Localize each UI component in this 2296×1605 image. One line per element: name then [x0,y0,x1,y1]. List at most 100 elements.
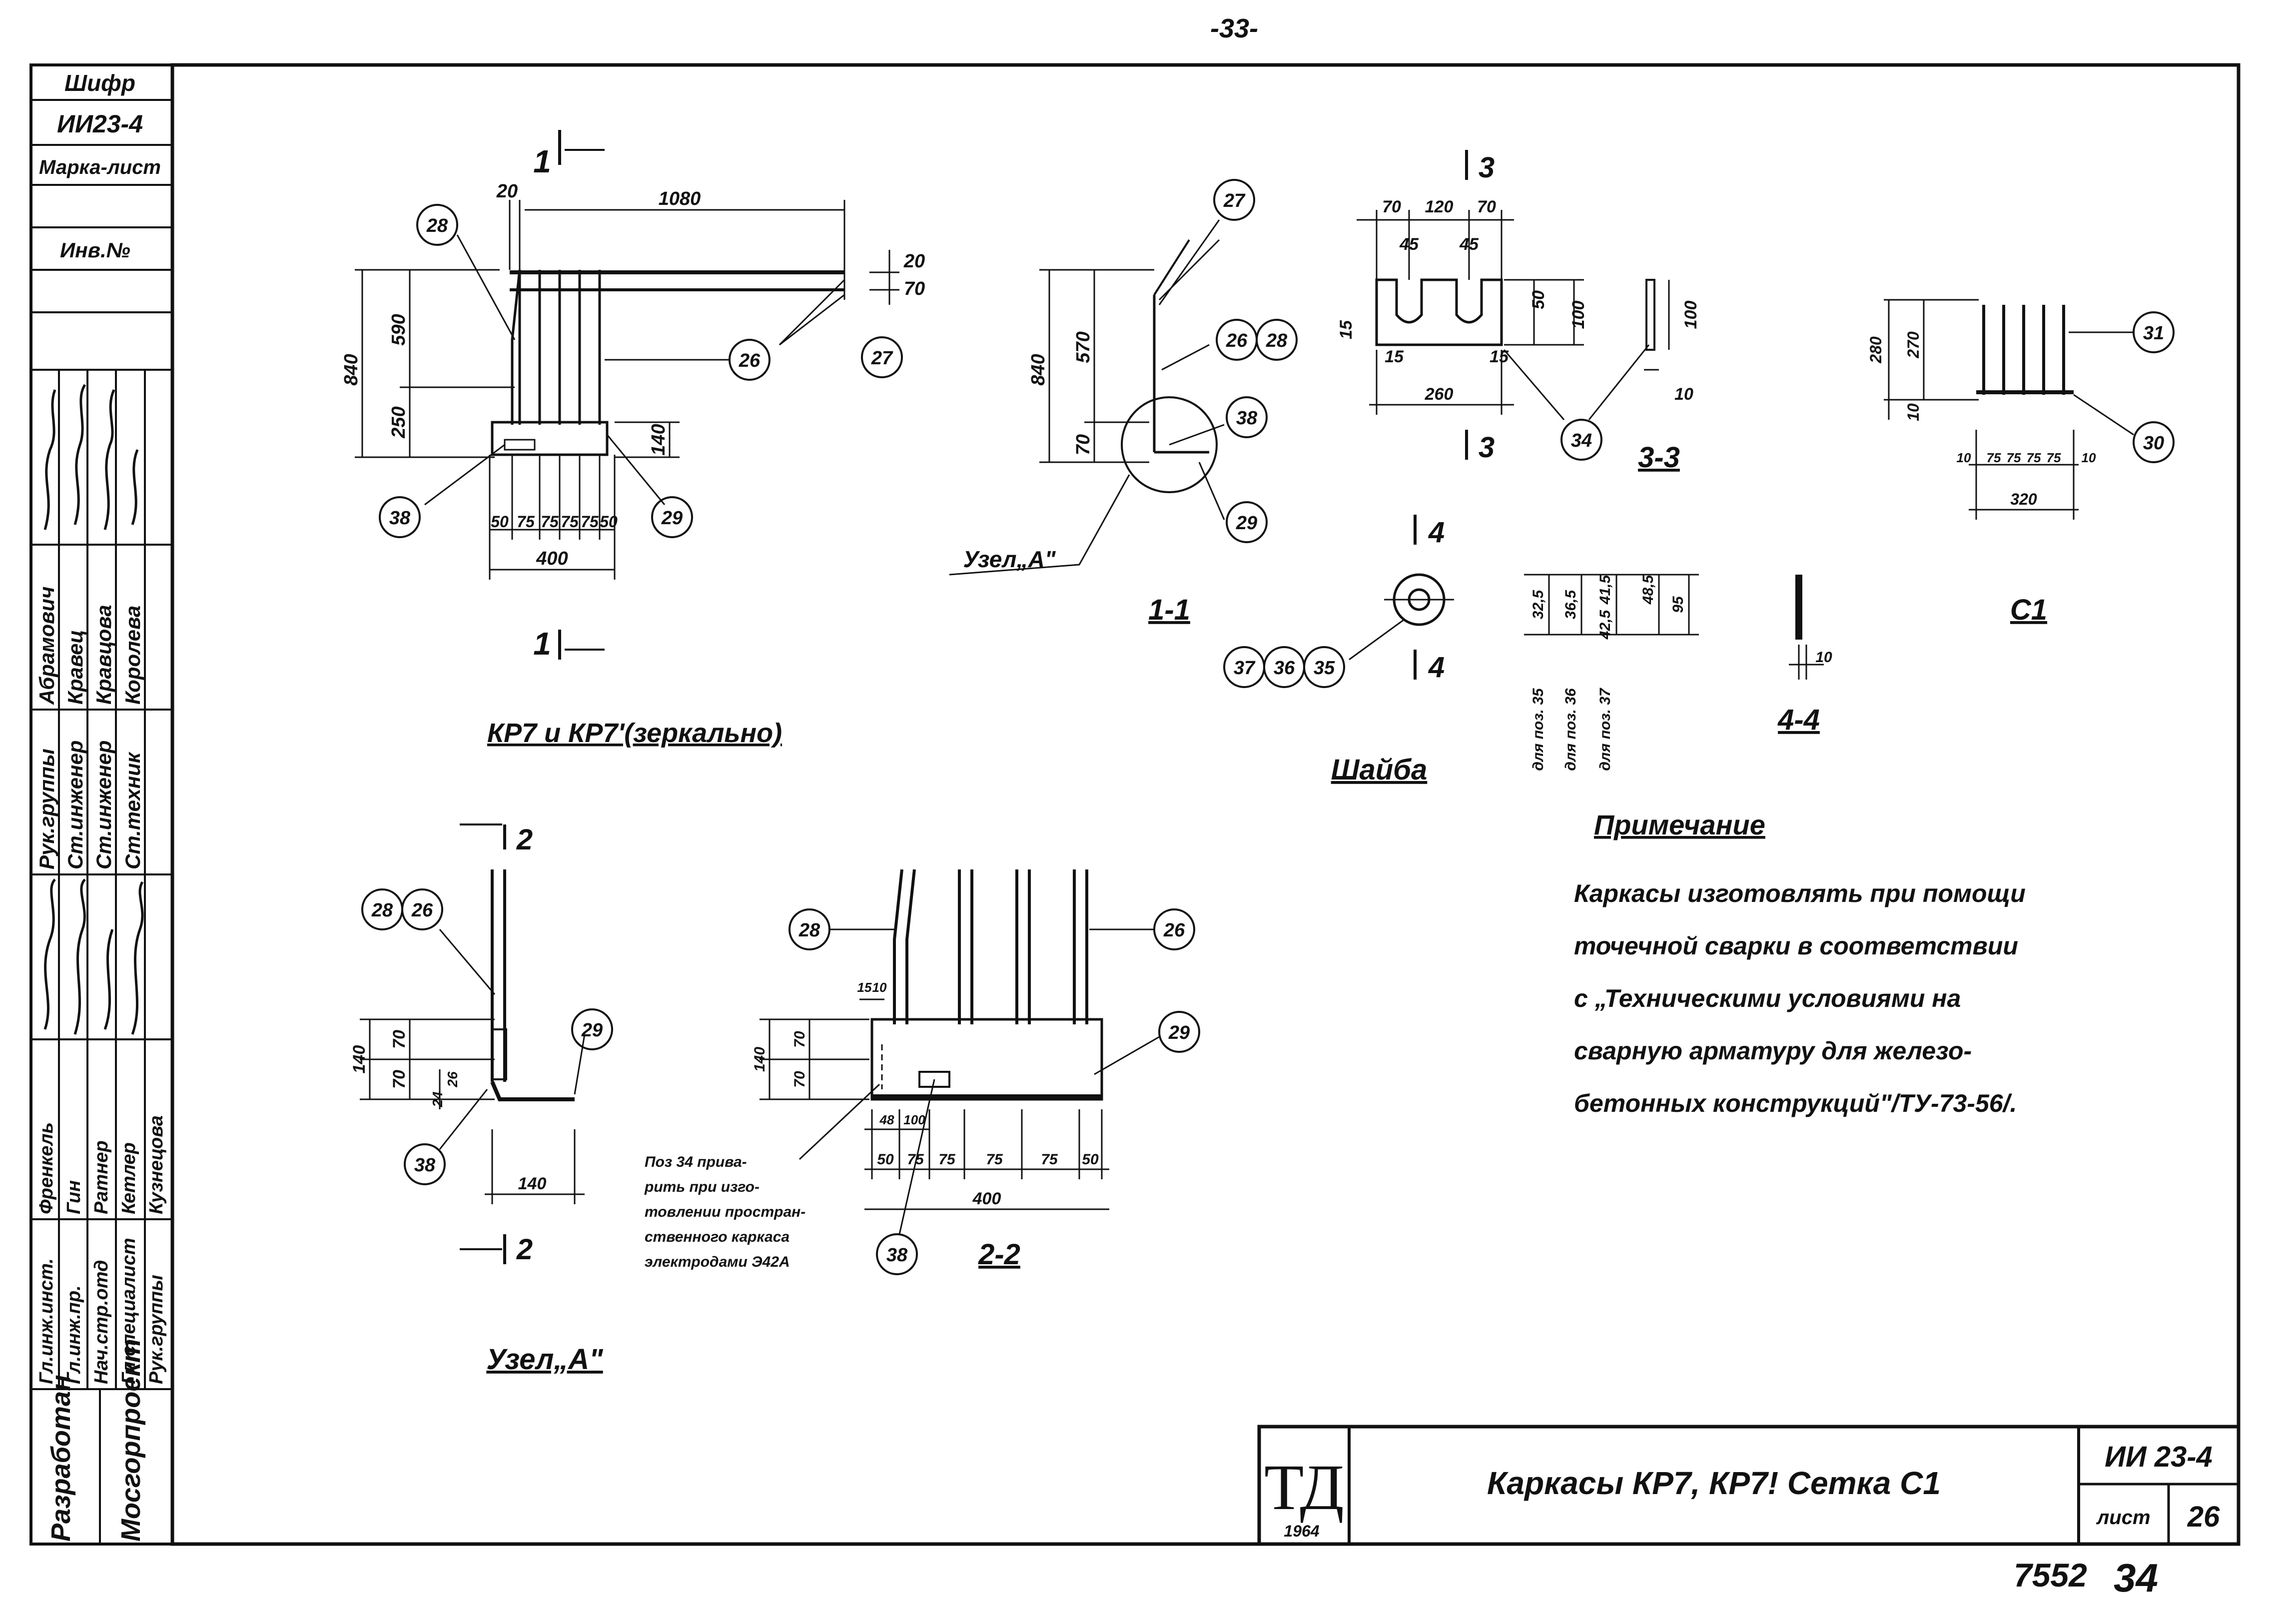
sheet-label: лист [2096,1507,2150,1529]
side-roles-group-1: Рук.группы Ст.инженер Ст.инженер Ст.техн… [35,586,144,869]
dim-c1-75d: 75 [2047,450,2061,465]
role2-4: Гл.специалист [118,1238,139,1384]
view-title-1-1: 1-1 [1148,594,1190,626]
callout-nodea-28: 28 [371,900,393,921]
dim-kr7-840: 840 [341,354,362,385]
view-washer: 32,5 36,5 41,5 42,5 48,5 95 для поз. 35 … [1223,515,1832,786]
section-mark-3-bottom: 3 [1479,431,1495,464]
page-number: -33- [1210,13,1258,43]
dim-c1-75c: 75 [2027,450,2041,465]
dim-kr7-75b: 75 [541,513,559,531]
view-title-3-3: 3-3 [1638,441,1680,474]
callout-nodea-29: 29 [581,1020,603,1041]
org-developed: Разработан [46,1375,76,1542]
callouts-s11: 27 26 28 38 29 [1213,179,1298,543]
dim-s33-70a: 70 [1382,197,1401,216]
dim-kr7-20a: 20 [496,181,518,202]
dim-nodea-24: 24 [430,1091,445,1108]
dim-washer-95: 95 [1670,596,1686,613]
role-2: Ст.инженер [63,741,87,869]
drawing-title: Каркасы КР7, КР7! Сетка С1 [1487,1465,1941,1501]
callout-s22-38: 38 [886,1245,908,1266]
section-mark-2-top: 2 [516,823,533,856]
role2-3: Нач.стр.отд [91,1260,112,1384]
dim-washer-32-5: 32,5 [1530,589,1546,619]
callout-s33-34: 34 [1571,430,1592,451]
td-logo: ТД [1264,1452,1344,1524]
signatures [43,384,144,1035]
dim-s22-50b: 50 [1082,1151,1099,1168]
callouts-washer: 37 36 35 [1223,646,1345,688]
dim-c1-270: 270 [1904,331,1922,359]
name2-5: Кузнецова [146,1115,167,1214]
note-title: Примечание [1594,809,1765,840]
section-mark-4-bottom: 4 [1428,651,1445,684]
callouts-kr7: 28 26 27 38 29 [379,204,903,538]
dim-s22-400: 400 [972,1189,1001,1208]
role2-5: Рук.группы [146,1275,167,1384]
dim-s33-100b: 100 [1681,301,1700,329]
dim-washer-36-5: 36,5 [1562,589,1579,619]
dim-kr7-250: 250 [388,406,409,438]
dim-washer-48-5: 48,5 [1640,574,1656,605]
callouts-s33: 34 [1560,419,1602,461]
name2-2: Гин [63,1180,84,1214]
dim-kr7-1080: 1080 [659,188,701,209]
callout-s11-38: 38 [1236,408,1258,429]
dim-s33-100a: 100 [1569,301,1588,329]
view-node-a: 140 70 70 24 26 140 2 2 Узел„А" 28 26 29… [350,823,613,1376]
callout-nodea-38: 38 [414,1155,436,1176]
dim-s33-45b: 45 [1459,235,1479,254]
dim-s22-10: 10 [872,980,887,995]
callout-s11-26: 26 [1226,330,1248,351]
dim-s22-48: 48 [879,1112,894,1127]
dim-c1-75b: 75 [2007,450,2021,465]
role-1: Рук.группы [35,749,58,869]
dim-kr7-590: 590 [388,314,409,345]
footer-number-1: 7552 [2014,1557,2087,1594]
view-title-washer: Шайба [1331,754,1428,786]
dim-s22-75c: 75 [986,1151,1003,1168]
dim-s22-75d: 75 [1041,1151,1058,1168]
dim-kr7-400: 400 [536,548,568,569]
dim-kr7-75d: 75 [581,513,599,531]
general-note: Примечание Каркасы изготовлять при помощ… [1574,809,2026,1117]
dim-kr7-140: 140 [648,424,669,455]
dim-nodea-70b: 70 [390,1070,409,1089]
dim-s33-15b: 15 [1385,347,1404,366]
pos34-note-line-3: товлении простран- [645,1204,805,1220]
pos34-note-line-5: электродами Э42А [645,1254,790,1270]
dim-s11-570: 570 [1073,331,1094,363]
note-line-1: Каркасы изготовлять при помощи [1574,879,2026,907]
name2-4: Кетлер [118,1142,139,1214]
role-3: Ст.инженер [92,741,115,869]
dim-s33-260: 260 [1425,385,1454,404]
dim-s22-70a: 70 [791,1031,808,1048]
callouts-s22: 28 26 29 38 [788,908,1200,1275]
stamp-sheet-mark: Марка-лист [39,156,161,178]
dim-kr7-75c: 75 [561,513,579,531]
side-roles-group-2: Гл.инж.инст. Гл.инж.пр. Нач.стр.отд Гл.с… [36,1115,167,1384]
callout-s22-28: 28 [798,920,820,941]
callout-kr7-38: 38 [389,508,411,529]
name-3: Кравцова [92,605,115,705]
dim-nodea-140b: 140 [518,1174,547,1193]
dim-c1-75a: 75 [1987,450,2001,465]
dim-s33-15c: 15 [1490,347,1509,366]
callout-s11-29: 29 [1236,513,1257,534]
role2-1: Гл.инж.инст. [36,1258,57,1384]
stamp-inv-no: Инв.№ [60,238,130,262]
dim-kr7-50a: 50 [491,513,509,531]
dim-washer-42-5: 42,5 [1597,609,1613,640]
callout-kr7-26: 26 [739,350,761,371]
stamp-code-header: Шифр [64,70,135,96]
callout-washer-37: 37 [1234,658,1256,679]
callout-c1-31: 31 [2143,323,2164,344]
name-4: Королева [121,606,144,705]
view-section-1-1: 840 570 70 Узел„А" 1-1 27 26 28 38 29 [949,179,1298,626]
dim-washer-10: 10 [1815,649,1832,666]
callout-washer-35: 35 [1314,658,1335,679]
dim-washer-pos35: для поз. 35 [1530,688,1546,771]
callout-s22-29: 29 [1168,1022,1190,1043]
callout-s11-27: 27 [1223,190,1246,211]
